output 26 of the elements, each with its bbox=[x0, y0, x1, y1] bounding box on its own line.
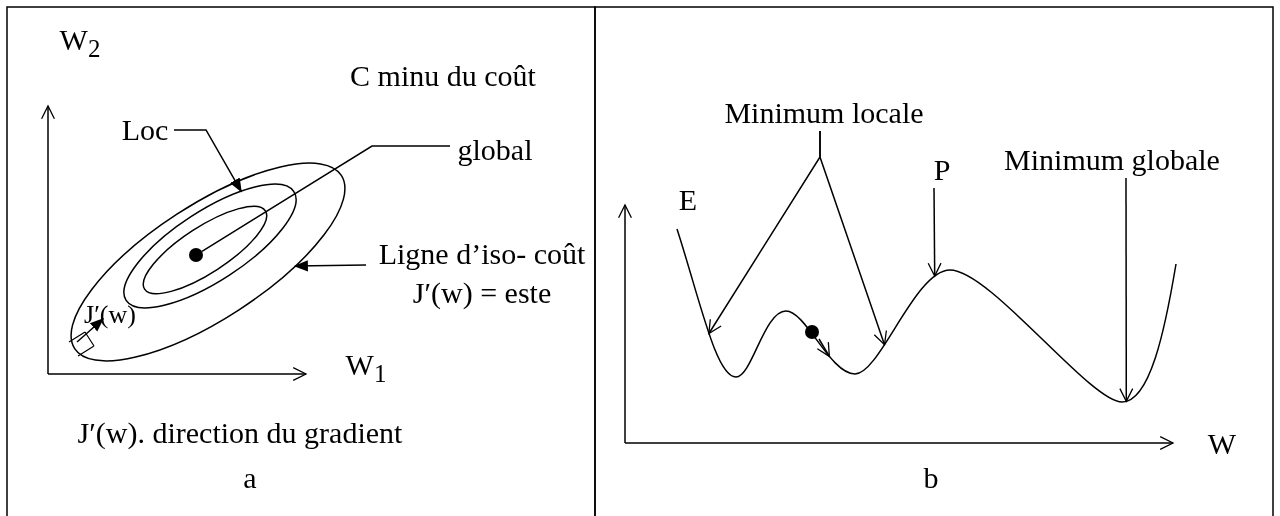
gradient-label: J′(w) bbox=[83, 299, 137, 331]
energy-curve bbox=[676, 228, 1177, 403]
panel-label: b bbox=[922, 460, 940, 496]
leader-arrow bbox=[1119, 177, 1134, 403]
direction-arrow bbox=[816, 338, 831, 358]
callout-text: Loc bbox=[116, 112, 174, 148]
caption-text: J′(w). direction du gradient bbox=[76, 415, 404, 451]
callout-text: Ligne d’iso- coût J′(w) = este bbox=[366, 234, 598, 312]
axis-label: W bbox=[1206, 426, 1238, 462]
callout-text: Minimum globale bbox=[1000, 142, 1224, 178]
iso-cost-contour bbox=[142, 205, 268, 295]
leader-arrow bbox=[819, 130, 888, 346]
leader-arrow bbox=[173, 129, 242, 193]
axis-label: W$_{1}$ bbox=[344, 347, 388, 389]
leader-line bbox=[201, 145, 451, 253]
iso-cost-contour bbox=[70, 162, 346, 362]
dot bbox=[189, 248, 203, 262]
panel-label: a bbox=[242, 460, 258, 496]
annotation-text: C minu du coût bbox=[349, 58, 537, 94]
axis-label: E bbox=[677, 182, 699, 218]
callout-text: P bbox=[928, 152, 956, 188]
axis-label: W$_{2}$ bbox=[58, 22, 102, 64]
leader-arrow bbox=[293, 260, 367, 272]
leader-arrow bbox=[927, 187, 942, 277]
callout-text: global bbox=[450, 132, 540, 168]
callout-text: Minimum locale bbox=[720, 95, 928, 131]
